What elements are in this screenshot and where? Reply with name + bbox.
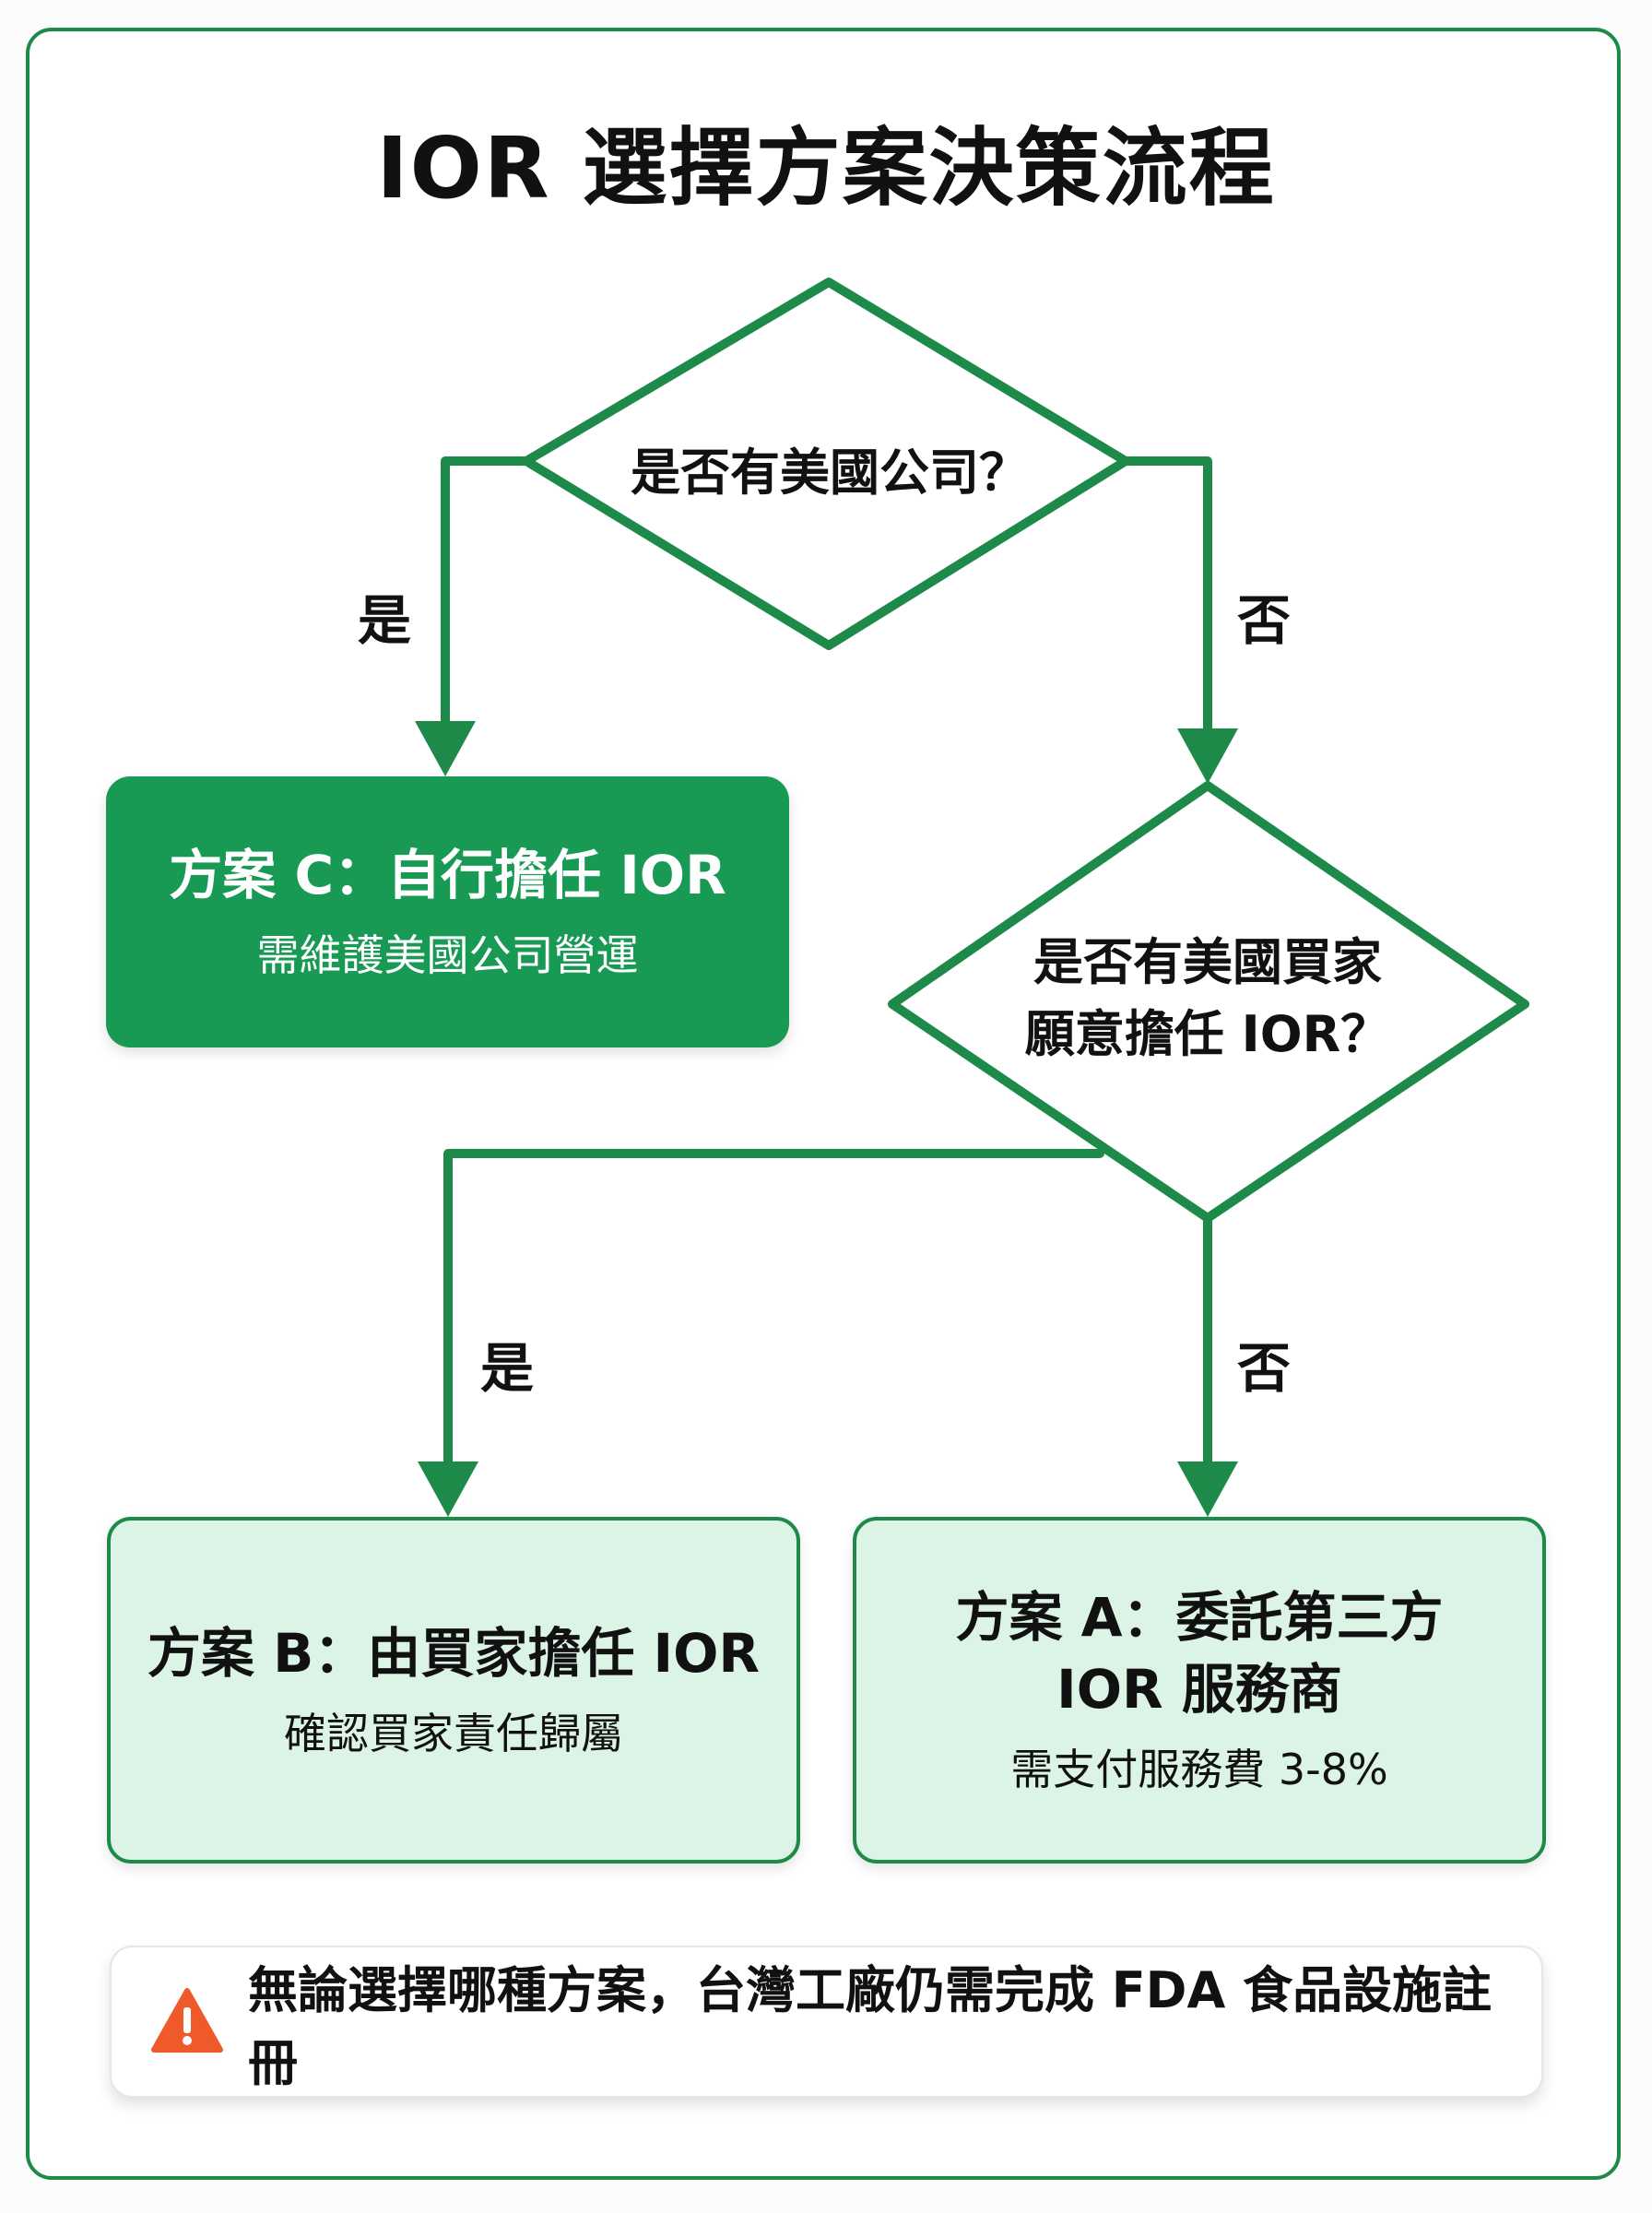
arrowhead-to-option-a bbox=[1177, 1462, 1238, 1517]
option-c-box: 方案 C：自行擔任 IOR 需維護美國公司營運 bbox=[106, 776, 789, 1047]
decision-2-text: 是否有美國買家 願意擔任 IOR？ bbox=[959, 927, 1457, 1071]
option-b-title: 方案 B：由買家擔任 IOR bbox=[147, 1621, 761, 1685]
option-a-box: 方案 A：委託第三方 IOR 服務商 需支付服務費 3-8% bbox=[853, 1517, 1546, 1864]
decision-2-line-2: 願意擔任 IOR？ bbox=[1024, 1005, 1391, 1064]
d2-yes-connector bbox=[443, 1149, 1104, 1482]
warning-text: 無論選擇哪種方案，台灣工廠仍需完成 FDA 食品設施註冊 bbox=[248, 1960, 1493, 2092]
arrowhead-to-decision-2 bbox=[1177, 728, 1238, 784]
option-b-subtitle: 確認買家責任歸屬 bbox=[284, 1708, 623, 1758]
d2-yes-label: 是 bbox=[479, 1337, 535, 1400]
option-a-title-line-2: IOR 服務商 bbox=[1056, 1657, 1342, 1721]
option-b-box: 方案 B：由買家擔任 IOR 確認買家責任歸屬 bbox=[107, 1517, 800, 1864]
decision-2-line-1: 是否有美國買家 bbox=[1033, 933, 1382, 991]
d1-no-label: 否 bbox=[1236, 589, 1292, 652]
option-a-subtitle: 需支付服務費 3-8% bbox=[1010, 1745, 1388, 1795]
warning-triangle-icon bbox=[150, 1987, 224, 2057]
option-c-title: 方案 C：自行擔任 IOR bbox=[169, 843, 726, 906]
arrowhead-to-option-b bbox=[418, 1462, 478, 1517]
d1-no-connector bbox=[1121, 456, 1212, 750]
decision-1-diamond bbox=[522, 278, 1130, 650]
warning-banner: 無論選擇哪種方案，台灣工廠仍需完成 FDA 食品設施註冊 bbox=[110, 1946, 1543, 2098]
arrowhead-to-option-c bbox=[415, 721, 476, 776]
option-a-title-line-1: 方案 A：委託第三方 bbox=[955, 1585, 1444, 1649]
d1-yes-connector bbox=[441, 456, 531, 742]
d2-no-label: 否 bbox=[1236, 1337, 1292, 1400]
page-title: IOR 選擇方案決策流程 bbox=[376, 119, 1276, 218]
decision-1-text: 是否有美國公司？ bbox=[631, 444, 1029, 502]
option-c-subtitle: 需維護美國公司營運 bbox=[256, 929, 639, 980]
d1-yes-label: 是 bbox=[357, 589, 412, 652]
